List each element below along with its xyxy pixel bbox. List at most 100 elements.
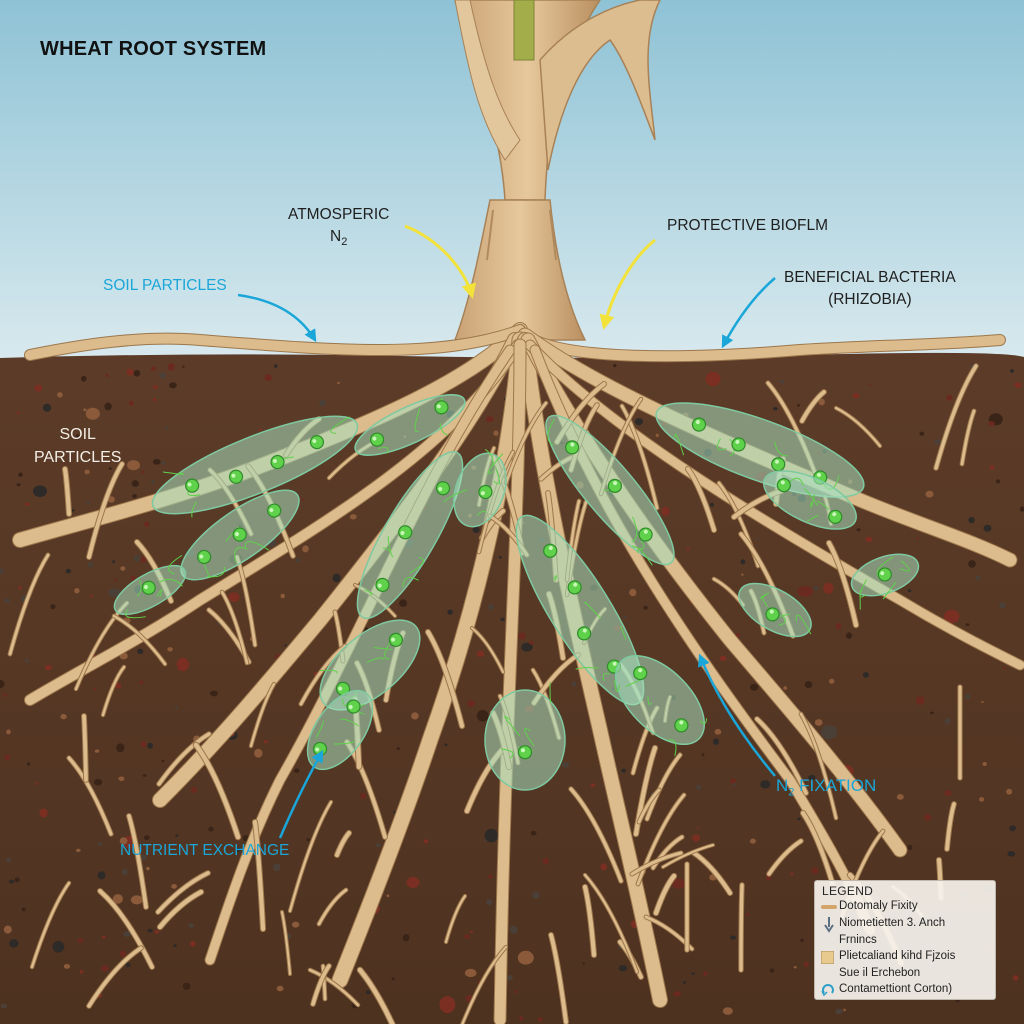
root bbox=[220, 590, 249, 665]
root bbox=[494, 339, 526, 1024]
bacteria-cell bbox=[375, 577, 390, 593]
soil-particle bbox=[188, 923, 194, 928]
soil-particle bbox=[843, 1008, 846, 1012]
soil-particle bbox=[705, 371, 721, 387]
soil-particle bbox=[613, 364, 617, 368]
soil-particle bbox=[868, 384, 872, 387]
soil-particle bbox=[154, 930, 160, 934]
soil-particle bbox=[121, 869, 128, 875]
root bbox=[25, 325, 525, 360]
soil-particle bbox=[919, 431, 925, 436]
soil-particle bbox=[800, 938, 804, 942]
soil-particle bbox=[488, 604, 494, 610]
soil-particle bbox=[75, 434, 81, 440]
soil-particle bbox=[208, 826, 214, 832]
soil-particle bbox=[635, 418, 643, 426]
atmospheric-n2-arrow bbox=[404, 224, 477, 299]
soil-particle bbox=[112, 560, 115, 564]
soil-particle bbox=[406, 877, 420, 888]
soil-particle bbox=[89, 594, 94, 598]
soil-particle bbox=[741, 573, 744, 576]
soil-particle bbox=[506, 975, 513, 981]
soil-particle bbox=[1009, 825, 1016, 832]
soil-particle bbox=[499, 555, 502, 559]
soil-particle bbox=[191, 786, 197, 793]
bacteria-cell bbox=[197, 549, 212, 565]
soil-particle bbox=[686, 547, 690, 551]
soil-particle bbox=[182, 982, 191, 990]
soil-particle bbox=[856, 528, 861, 532]
root bbox=[569, 787, 623, 883]
soil-particle bbox=[995, 479, 1001, 484]
soil-particle bbox=[621, 768, 626, 773]
root bbox=[637, 788, 661, 824]
root bbox=[157, 889, 204, 930]
root bbox=[945, 802, 956, 851]
soil-particle bbox=[295, 558, 301, 563]
soil-particle bbox=[50, 604, 56, 610]
soil-particle bbox=[81, 375, 87, 382]
soil-particle bbox=[623, 615, 627, 619]
soil-particle bbox=[661, 506, 670, 516]
root-segment-icon bbox=[821, 905, 837, 909]
soil-particle bbox=[703, 971, 708, 976]
soil-particle bbox=[176, 657, 190, 672]
biofilm-colony bbox=[850, 553, 920, 610]
soil-particle bbox=[618, 965, 628, 972]
soil-particle bbox=[104, 402, 112, 411]
bacteria-cell bbox=[309, 435, 325, 450]
root bbox=[357, 967, 395, 1024]
soil-particle bbox=[865, 536, 873, 542]
soil-particle bbox=[228, 592, 240, 602]
soil-particle bbox=[108, 588, 121, 598]
soil-particle bbox=[319, 400, 326, 407]
soil-particle bbox=[818, 398, 825, 406]
soil-particle bbox=[120, 950, 127, 958]
root bbox=[767, 839, 803, 876]
root bbox=[525, 340, 1024, 670]
soil-particle bbox=[33, 485, 47, 498]
n2-fixation-n: N bbox=[776, 776, 789, 795]
soil-particle bbox=[21, 907, 26, 912]
soil-particle bbox=[835, 623, 842, 630]
bacteria-cell bbox=[478, 484, 493, 500]
soil-particle bbox=[128, 400, 134, 406]
root bbox=[645, 753, 682, 821]
soil-particle bbox=[1003, 666, 1006, 669]
root bbox=[583, 873, 639, 974]
legend-box: LEGEND Dotomaly Fixity Niometietten 3. A… bbox=[814, 880, 996, 1000]
root bbox=[288, 800, 333, 913]
root bbox=[800, 390, 826, 423]
soil-particle bbox=[590, 783, 596, 788]
bacteria-cell bbox=[674, 718, 689, 733]
soil-particle bbox=[772, 407, 778, 411]
soil-particle bbox=[86, 501, 90, 505]
atmospheric-label-line1: ATMOSPERIC bbox=[288, 206, 390, 223]
legend-item-4: Plietcaliand kihd Fjzois bbox=[839, 950, 956, 962]
soil-particle bbox=[696, 784, 702, 790]
root bbox=[332, 332, 528, 988]
soil-particle bbox=[852, 393, 860, 399]
soil-particle bbox=[125, 962, 131, 968]
soil-particle bbox=[152, 398, 157, 402]
soil-particle bbox=[486, 899, 493, 905]
bacteria-cell bbox=[185, 478, 200, 493]
wheat-stem bbox=[453, 0, 661, 341]
soil-particle bbox=[133, 555, 141, 562]
root bbox=[308, 968, 360, 1007]
soil-particle bbox=[793, 966, 797, 969]
soil-particle bbox=[862, 672, 869, 678]
soil-particle bbox=[486, 416, 494, 423]
soil-particle bbox=[823, 582, 834, 594]
root bbox=[934, 364, 978, 470]
soil-particle bbox=[35, 782, 39, 785]
soil-particle bbox=[306, 838, 310, 842]
soil-particle bbox=[999, 602, 1006, 609]
soil-particle bbox=[672, 878, 686, 889]
soil-particle bbox=[750, 683, 759, 691]
biofilm-colony bbox=[306, 689, 374, 771]
soil-particle bbox=[167, 647, 173, 652]
root bbox=[334, 830, 352, 858]
root bbox=[518, 333, 667, 1007]
soil-particle bbox=[470, 930, 473, 934]
